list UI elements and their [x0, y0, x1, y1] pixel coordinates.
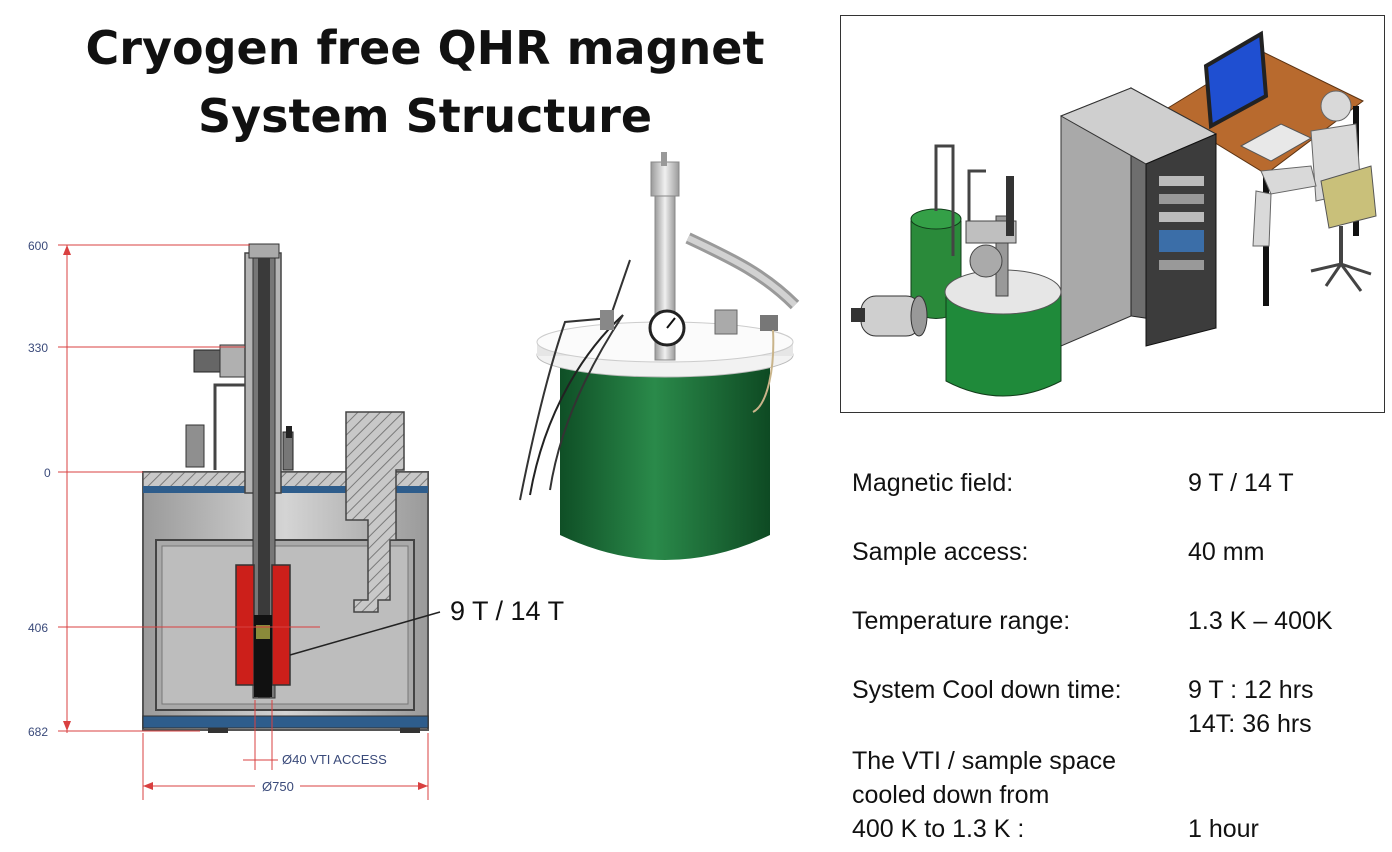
dimension-label-0: 0 — [44, 466, 51, 480]
spec-value: 40 mm — [1188, 538, 1265, 566]
spec-value: 9 T : 12 hrs — [1188, 676, 1314, 704]
spec-value: 9 T / 14 T — [1188, 469, 1294, 497]
magnet-coil-right — [271, 564, 291, 686]
diameter-label: Ø750 — [262, 779, 294, 794]
page-title: Cryogen free QHR magnet System Structure — [60, 14, 790, 150]
cryostat-tank — [945, 295, 1062, 397]
cryostat-photo — [519, 152, 800, 560]
spec-label: Temperature range: — [852, 607, 1071, 635]
title-line-2: System Structure — [197, 89, 653, 143]
spec-value: 1 hour — [1188, 815, 1259, 843]
title-line-1: Cryogen free QHR magnet — [85, 21, 765, 75]
vacuum-pump — [851, 295, 928, 337]
spec-label: Sample access: — [852, 538, 1029, 566]
dimension-label-600: 600 — [28, 239, 48, 253]
pulse-tube-housing — [345, 411, 405, 613]
lab-system-rendering — [840, 15, 1385, 413]
spec-label: The VTI / sample space — [852, 747, 1117, 775]
cryostat-cross-section-schematic: 600 330 0 406 682 Ø40 VTI ACCESS Ø750 — [28, 239, 441, 800]
dimension-label-682: 682 — [28, 725, 48, 739]
field-callout-leader — [289, 611, 441, 656]
bottom-plate — [142, 715, 429, 729]
spec-value: 14T: 36 hrs — [1188, 710, 1312, 738]
magnet-coil-left — [235, 564, 255, 686]
spec-label: 400 K to 1.3 K : — [852, 815, 1025, 843]
field-callout-label: 9 T / 14 T — [450, 596, 565, 626]
dimension-lines — [58, 244, 429, 800]
monitor-icon — [1203, 30, 1269, 130]
vti-access-label: Ø40 VTI ACCESS — [282, 752, 387, 767]
dimension-label-330: 330 — [28, 341, 48, 355]
spec-label: Magnetic field: — [852, 469, 1014, 497]
spec-label: cooled down from — [852, 781, 1050, 809]
spec-value: 1.3 K – 400K — [1188, 607, 1333, 635]
dimension-label-406: 406 — [28, 621, 48, 635]
spec-label: System Cool down time: — [852, 676, 1122, 704]
